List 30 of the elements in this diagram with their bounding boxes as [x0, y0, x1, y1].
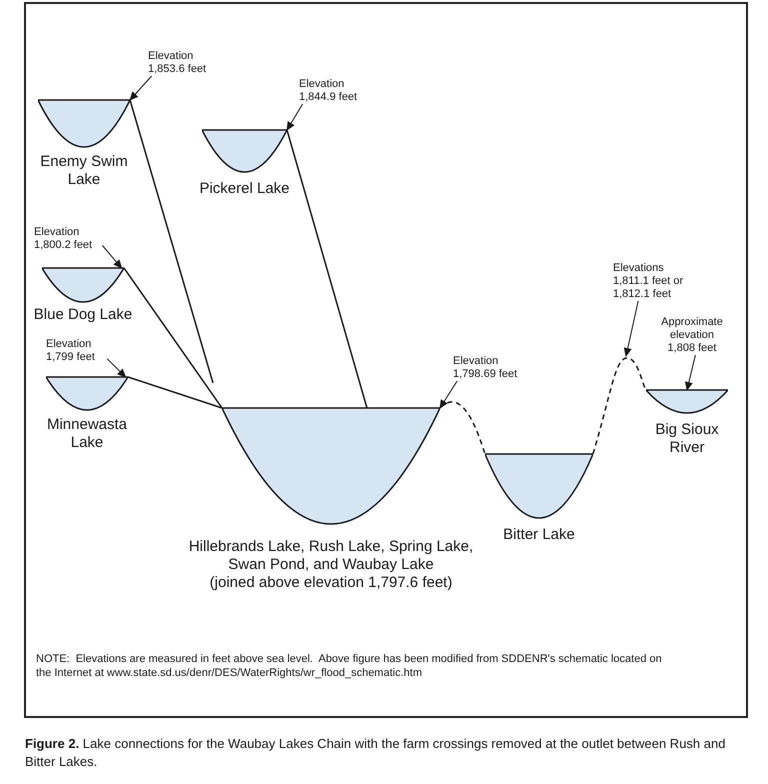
connection-line — [592, 357, 647, 454]
elevation-label: Approximate elevation 1,808 feet — [658, 316, 726, 355]
connection-line — [286, 130, 368, 408]
connection-line — [123, 268, 223, 408]
leader-line — [102, 245, 122, 269]
leader-line — [106, 358, 126, 378]
lake-name: Blue Dog Lake — [34, 306, 132, 324]
elevation-label: Elevation 1,800.2 feet — [34, 226, 106, 252]
leader-line — [624, 300, 639, 357]
connection-line — [440, 401, 486, 454]
lake-name: Pickerel Lake — [199, 180, 290, 198]
elevation-label: Elevation 1,799 feet — [46, 338, 118, 364]
elevation-label: Elevation 1,844.9 feet — [299, 78, 371, 104]
elevation-label: Elevation 1,798.69 feet — [453, 355, 535, 381]
figure-caption: Figure 2. Lake connections for the Waubay Lakes Chain with the farm crossings removed at the outlet between Rush and Bitter Lakes. — [25, 735, 726, 771]
leader-line — [129, 76, 152, 101]
lake-name: Minnewasta Lake — [46, 416, 128, 452]
connection-line — [128, 376, 222, 409]
note-text: NOTE: Elevations are measured in feet above sea level. Above figure has been modified from SDDENR's schematic located on the Internet at www.state.sd.us/denr/DES/WaterRights/wr_flood_schematic.htm — [36, 652, 663, 680]
lake-name: Enemy Swim Lake — [39, 153, 129, 189]
elevation-label: Elevations 1,811.1 feet or 1,812.1 feet — [613, 262, 697, 301]
leader-line — [286, 104, 304, 131]
connection-line — [129, 100, 214, 384]
lake-name: Big Sioux River — [654, 421, 720, 457]
lake-name: Hillebrands Lake, Rush Lake, Spring Lake, Swan Pond, and Waubay Lake — [188, 538, 474, 574]
leader-line — [684, 354, 696, 391]
lake-name: Bitter Lake — [503, 526, 575, 544]
elevation-label: Elevation 1,853.6 feet — [148, 50, 220, 76]
leader-line — [439, 380, 458, 409]
lake-name: (joined above elevation 1,797.6 feet) — [210, 574, 452, 592]
